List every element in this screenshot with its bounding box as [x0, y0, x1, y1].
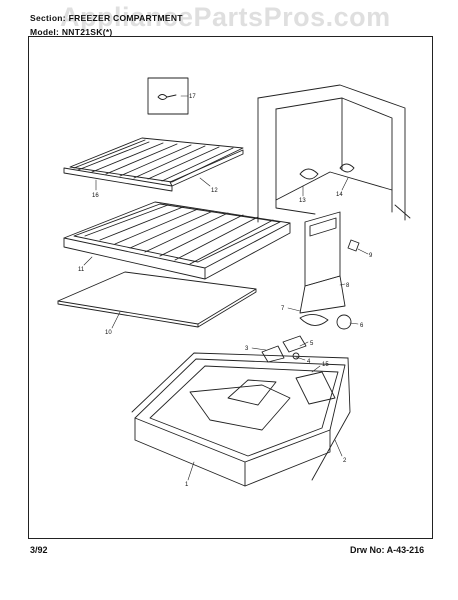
- part-6-fan-assembly: [261, 314, 352, 363]
- model-value: NNT21SK(*): [61, 27, 113, 37]
- callout-2: 2: [343, 458, 347, 464]
- watermark-text: AppliancePartsPros.com: [60, 2, 391, 32]
- footer-drawing-number: Drw No: A-43-216: [350, 545, 425, 555]
- part-1-freezer-pan: [134, 358, 346, 487]
- model-label: Model:: [30, 27, 60, 37]
- part-11-lower-shelf: [63, 201, 291, 280]
- callout-17: 17: [189, 94, 196, 100]
- callout-15: 15: [322, 362, 329, 368]
- callout-9: 9: [369, 253, 373, 259]
- part-8-evaporator-cover: [299, 211, 360, 314]
- section-label: Section:: [30, 13, 66, 23]
- section-value: FREEZER COMPARTMENT: [68, 13, 183, 23]
- footer-date: 3/92: [30, 545, 48, 555]
- callout-13: 13: [299, 198, 306, 204]
- callout-6: 6: [360, 323, 364, 329]
- part-15-heater: [295, 371, 336, 405]
- part-10-cover-sheet: [57, 271, 257, 328]
- callout-12: 12: [211, 188, 218, 194]
- callout-7: 7: [281, 306, 285, 312]
- freezer-cabinet: [257, 84, 411, 223]
- callout-10: 10: [105, 330, 112, 336]
- callout-3: 3: [245, 346, 249, 352]
- leader-lines: [83, 95, 369, 481]
- model-line: Model: NNT21SK(*): [30, 27, 113, 37]
- callout-14: 14: [336, 192, 343, 198]
- section-line: Section: FREEZER COMPARTMENT: [30, 13, 183, 23]
- callout-11: 11: [78, 267, 85, 273]
- part-16-shelf-rail: [63, 167, 173, 192]
- part-2-rail: [131, 352, 351, 481]
- callout-4: 4: [307, 359, 311, 365]
- callout-16: 16: [92, 193, 99, 199]
- part-12-wire-shelf: [69, 137, 244, 187]
- diagram-frame: [28, 36, 433, 539]
- callout-8: 8: [346, 283, 350, 289]
- callout-1: 1: [185, 482, 189, 488]
- callout-5: 5: [310, 341, 314, 347]
